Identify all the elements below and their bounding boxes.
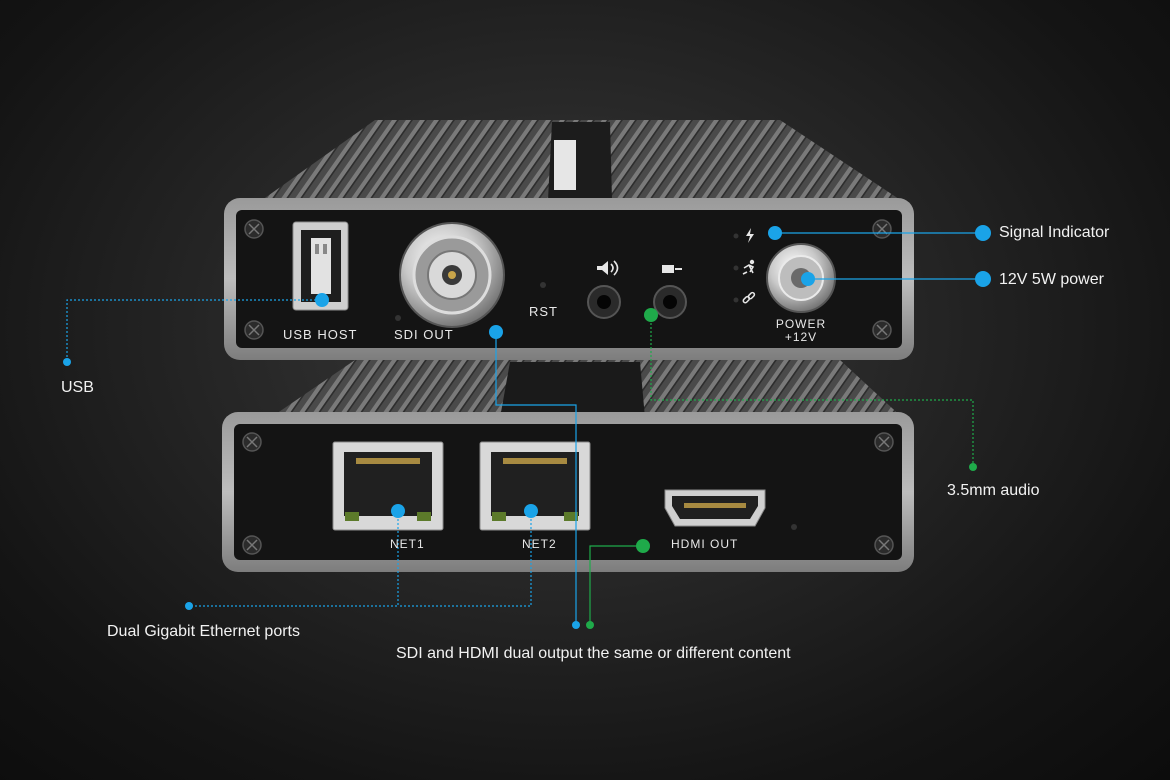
usb-port — [292, 221, 349, 311]
signal-indicator-endpoint — [975, 225, 991, 241]
power-label-line1: POWER — [775, 317, 827, 331]
signal-indicator-callout: Signal Indicator — [999, 224, 1110, 241]
net1-label: NET1 — [390, 537, 425, 551]
rst-label: RST — [529, 304, 558, 319]
link-led — [733, 297, 739, 303]
net2-label: NET2 — [522, 537, 557, 551]
top-unit-front-panel — [236, 210, 902, 348]
usb-marker — [315, 293, 329, 307]
ethernet-callout: Dual Gigabit Ethernet ports — [107, 623, 300, 640]
sdi-bnc-connector — [399, 222, 505, 328]
ethernet-port-net2 — [479, 441, 591, 531]
activity-led — [733, 265, 739, 271]
sdi-led — [395, 315, 401, 321]
top-unit-brand-plate — [554, 140, 576, 190]
reset-pinhole[interactable] — [540, 282, 546, 288]
screw-icon — [874, 432, 894, 452]
sdi-endpoint — [572, 621, 580, 629]
ethernet-endpoint — [185, 602, 193, 610]
screw-icon — [242, 432, 262, 452]
lightning-icon — [746, 228, 754, 243]
hdmi-line — [589, 545, 643, 625]
power-callout: 12V 5W power — [999, 271, 1104, 288]
bottom-unit — [222, 360, 914, 572]
hdmi-port — [664, 489, 766, 527]
audio-marker — [644, 308, 658, 322]
usb-endpoint — [63, 358, 71, 366]
link-icon — [742, 291, 756, 304]
sdi-marker — [489, 325, 503, 339]
hdmi-marker — [636, 539, 650, 553]
usb-host-label: USB HOST — [283, 327, 358, 342]
screw-icon — [872, 320, 892, 340]
callout-markers — [63, 225, 991, 629]
audio-line — [650, 315, 974, 467]
power-label-line2: +12V — [784, 330, 818, 344]
hdmi-endpoint — [586, 621, 594, 629]
sdi-line — [495, 332, 577, 625]
power-led — [733, 233, 739, 239]
status-led — [791, 524, 797, 530]
speaker-icon — [597, 260, 619, 276]
usb-callout: USB — [61, 379, 94, 396]
signal-indicator-marker — [768, 226, 782, 240]
screw-icon — [872, 219, 892, 239]
net1-marker — [391, 504, 405, 518]
top-unit — [224, 120, 914, 360]
power-connector — [766, 243, 836, 313]
screw-icon — [242, 535, 262, 555]
screw-icon — [874, 535, 894, 555]
net2-marker — [524, 504, 538, 518]
audio-endpoint — [969, 463, 977, 471]
audio-callout: 3.5mm audio — [947, 482, 1040, 499]
audio-out-jack — [587, 285, 621, 319]
bottom-unit-label-strip — [500, 362, 645, 418]
runner-icon — [742, 259, 755, 275]
hdmi-out-label: HDMI OUT — [671, 537, 739, 551]
power-endpoint — [975, 271, 991, 287]
sdi-out-label: SDI OUT — [394, 327, 454, 342]
screw-icon — [244, 320, 264, 340]
power-marker — [801, 272, 815, 286]
dual-output-callout: SDI and HDMI dual output the same or dif… — [396, 645, 791, 662]
audio-in-jack — [653, 285, 687, 319]
ethernet-port-net1 — [332, 441, 444, 531]
screw-icon — [244, 219, 264, 239]
microphone-icon — [662, 265, 682, 273]
